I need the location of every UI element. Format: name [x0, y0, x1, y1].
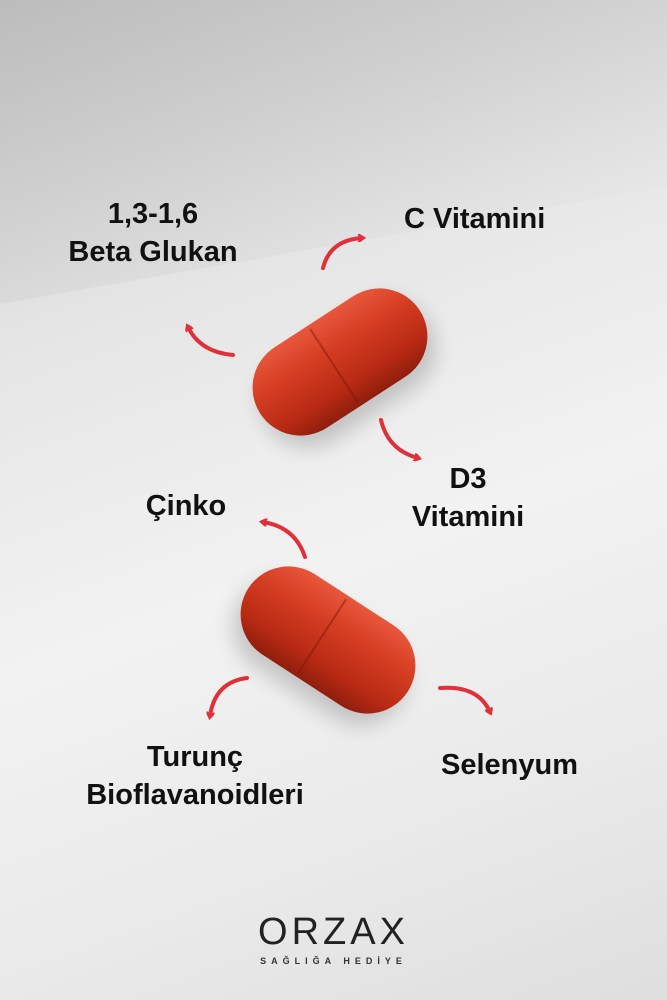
arrow-icon	[379, 418, 418, 458]
label-cinko: Çinko	[145, 490, 227, 522]
label-c-vitamini: C Vitamini	[404, 203, 546, 235]
label-beta-glukan: 1,3-1,6 Beta Glukan	[68, 195, 237, 271]
label-line: Beta Glukan	[68, 236, 238, 268]
arrow-icon	[263, 522, 307, 559]
arrow-icon	[321, 238, 362, 270]
arrow-icon	[188, 327, 235, 357]
arrow-icon	[438, 685, 490, 712]
label-line: Vitamini	[411, 501, 525, 533]
label-line: 1,3-1,6	[107, 198, 199, 230]
label-selenyum: Selenyum	[441, 749, 578, 781]
label-line: D3	[449, 463, 487, 495]
orzax-logo: ORZAX SAĞLIĞA HEDİYE	[0, 912, 667, 966]
logo-brand: ORZAX	[258, 911, 409, 953]
label-d3-vitamini: D3 Vitamini	[412, 460, 524, 536]
arrow-icon	[210, 676, 249, 716]
label-turunc: Turunç Bioflavanoidleri	[86, 738, 304, 814]
label-line: Turunç	[146, 741, 244, 773]
logo-tagline: SAĞLIĞA HEDİYE	[260, 956, 407, 966]
label-line: Bioflavanoidleri	[86, 779, 304, 811]
